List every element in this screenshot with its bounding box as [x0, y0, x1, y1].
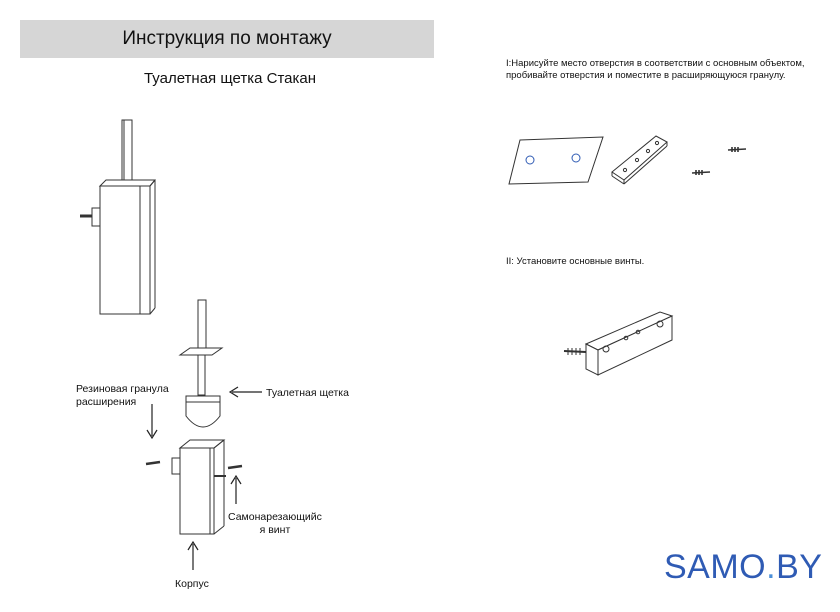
rubber-granule-label-line-2: расширения — [76, 396, 137, 408]
header-bar: Инструкция по монтажу — [20, 20, 434, 58]
step-1-line-1: I:Нарисуйте место отверстия в соответств… — [506, 58, 805, 69]
page-title: Инструкция по монтажу — [122, 28, 332, 49]
step-2-line-1: II: Установите основные винты. — [506, 256, 645, 267]
brand-logo: SAMO.BY — [664, 548, 822, 587]
installed-bracket-illustration — [563, 311, 674, 376]
self-tapping-screw-label-line-1: Самонарезающийс — [228, 511, 322, 523]
toilet-brush-illustration — [178, 299, 224, 428]
brand-logo-part-1: SAMO — [664, 548, 767, 586]
brand-logo-part-3: BY — [776, 548, 823, 586]
holder-body-illustration — [145, 439, 243, 535]
self-tapping-screw-label-line-2: я винт — [259, 524, 291, 536]
toilet-brush-label: Туалетная щетка — [266, 387, 349, 399]
step-2-text: II: Установите основные винты. — [506, 256, 644, 268]
brand-logo-part-2: . — [766, 548, 777, 586]
annotation-arrows — [146, 386, 262, 570]
wall-marking-plate-illustration — [508, 136, 604, 185]
product-subtitle: Туалетная щетка Стакан — [143, 70, 317, 87]
body-label: Корпус — [175, 578, 209, 590]
rubber-granule-label: Резиновая гранула расширения — [76, 383, 169, 409]
mounting-bracket-illustration — [611, 135, 668, 185]
anchor-screws-illustration — [691, 147, 747, 175]
self-tapping-screw-label: Самонарезающийс я винт — [228, 511, 322, 537]
rubber-granule-label-line-1: Резиновая гранула — [76, 383, 169, 395]
assembled-holder-illustration — [80, 119, 157, 315]
step-1-line-2: пробивайте отверстия и поместите в расши… — [506, 70, 786, 81]
step-1-text: I:Нарисуйте место отверстия в соответств… — [506, 58, 805, 82]
